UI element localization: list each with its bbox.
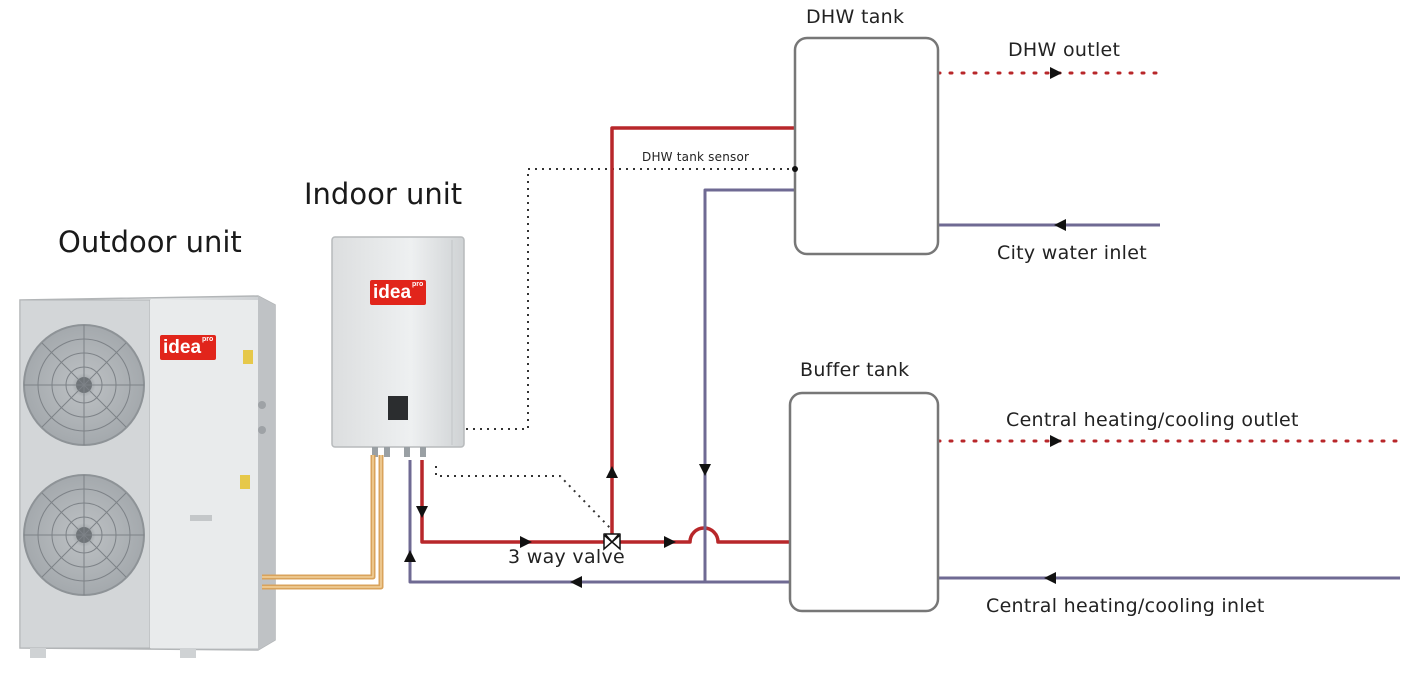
dhw-tank-sensor-label: DHW tank sensor	[642, 150, 750, 164]
arrow-right-icon	[520, 536, 532, 548]
brand-name: idea	[163, 337, 202, 358]
brand-badge-indoor: ideapro	[370, 280, 426, 305]
arrow-down-icon	[699, 464, 711, 476]
dhw-sensor-wire	[466, 168, 795, 430]
city-water-inlet-label: City water inlet	[997, 242, 1147, 264]
buffer-tank	[788, 391, 940, 613]
dhw-sensor-point-icon	[792, 166, 798, 172]
indoor-unit-label: Indoor unit	[304, 177, 463, 211]
arrow-up-icon	[404, 550, 416, 562]
brand-superscript: pro	[202, 336, 214, 343]
dhw-tank	[793, 36, 940, 256]
control-display-icon	[388, 396, 408, 420]
indoor-unit	[331, 236, 465, 457]
arrow-up-icon	[606, 466, 618, 478]
outlet-pipes	[936, 71, 1407, 443]
arrow-left-icon	[1044, 572, 1056, 584]
outdoor-unit	[19, 295, 276, 658]
dhw-tank-label: DHW tank	[806, 6, 905, 28]
outdoor-unit-label: Outdoor unit	[58, 225, 242, 259]
arrow-right-icon	[1050, 67, 1062, 79]
arrow-left-icon	[570, 576, 582, 588]
sensor-lines	[435, 168, 795, 531]
brand-name: idea	[373, 282, 412, 303]
arrow-right-icon	[664, 536, 676, 548]
brand-badge-outdoor: ideapro	[160, 335, 216, 360]
fan-grille-upper-icon	[23, 324, 145, 446]
valve-control-wire	[435, 466, 613, 531]
central-outlet-label: Central heating/cooling outlet	[1006, 409, 1299, 431]
central-inlet-label: Central heating/cooling inlet	[986, 595, 1265, 617]
arrow-right-icon	[1050, 435, 1062, 447]
brand-superscript: pro	[412, 281, 424, 288]
arrow-left-icon	[1054, 219, 1066, 231]
return-pipes	[408, 188, 1400, 584]
three-way-valve-label: 3 way valve	[508, 546, 625, 568]
refrigerant-pipes	[262, 455, 384, 590]
three-way-valve-icon	[603, 533, 621, 551]
dhw-outlet-label: DHW outlet	[1008, 39, 1121, 61]
flow-arrows	[404, 67, 1066, 588]
arrow-down-icon	[416, 506, 428, 518]
buffer-tank-label: Buffer tank	[800, 359, 910, 381]
fan-grille-lower-icon	[23, 474, 145, 596]
